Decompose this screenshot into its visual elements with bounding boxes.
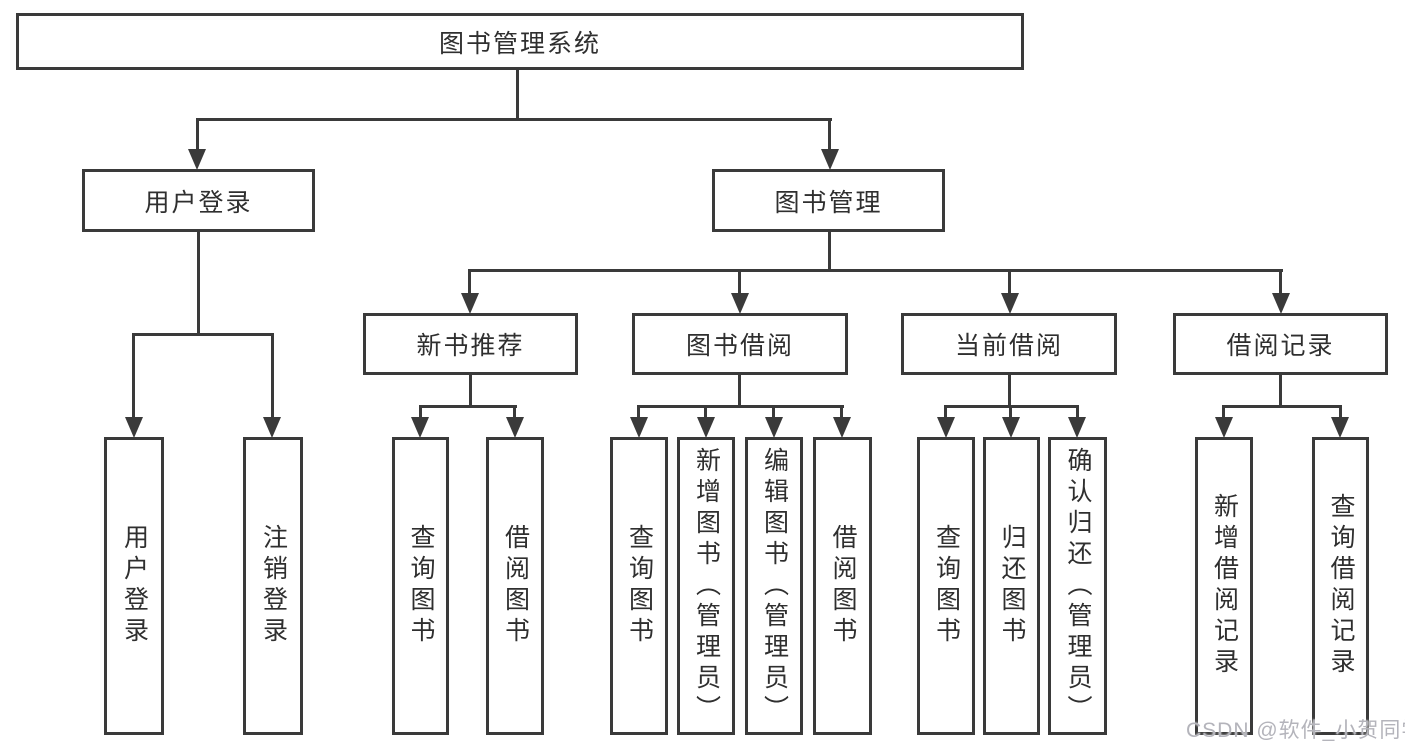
arrowhead-down-icon [937, 417, 955, 438]
leaf-recommend-query-book: 查询图书 [392, 437, 449, 735]
arrowhead-down-icon [1215, 417, 1233, 438]
arrowhead-down-icon [506, 417, 524, 438]
edge-records-stem [1279, 374, 1282, 408]
edge-leaf-stem [419, 405, 422, 418]
edge-leaf-stem [944, 405, 947, 418]
edge-user-stem [197, 231, 200, 335]
edge-leaf-stem [1222, 405, 1225, 418]
edge-level1-rail [196, 118, 832, 121]
arrowhead-down-icon [1001, 293, 1019, 314]
leaf-query-borrow-record: 查询借阅记录 [1312, 437, 1369, 735]
arrowhead-down-icon [461, 293, 479, 314]
leaf-label: 借阅图书 [501, 524, 530, 648]
leaf-current-query-book: 查询图书 [917, 437, 975, 735]
node-borrow-records: 借阅记录 [1173, 313, 1388, 375]
edge-records-rail [1222, 405, 1342, 408]
edge-leaf-stem [1009, 405, 1012, 418]
leaf-label: 借阅图书 [829, 524, 857, 648]
leaf-borrow-book: 借阅图书 [813, 437, 872, 735]
arrowhead-down-icon [697, 417, 715, 438]
leaf-add-book-admin: 新增图书（管理员） [677, 437, 735, 735]
edge-borrow-stem [738, 374, 741, 408]
edge-leaf-stem [637, 405, 640, 418]
edge-leaf-stem [1339, 405, 1342, 418]
leaf-edit-book-admin: 编辑图书（管理员） [745, 437, 803, 735]
edge-to-leaf-logout [271, 333, 274, 417]
edge-to-records [1279, 269, 1282, 294]
edge-to-borrow [738, 269, 741, 294]
edge-to-leaf-user-login [132, 333, 135, 417]
edge-recommend-rail [419, 405, 517, 408]
leaf-label: 查询借阅记录 [1327, 493, 1355, 679]
node-book-borrow: 图书借阅 [632, 313, 848, 375]
arrowhead-down-icon [125, 417, 143, 438]
edge-recommend-stem [469, 374, 472, 408]
leaf-borrow-query-book: 查询图书 [610, 437, 668, 735]
leaf-label: 编辑图书（管理员） [760, 446, 789, 726]
leaf-label: 新增图书（管理员） [692, 446, 721, 726]
arrowhead-down-icon [188, 149, 206, 170]
leaf-label: 确认归还（管理员） [1064, 446, 1092, 726]
leaf-label: 用户登录 [120, 524, 149, 648]
edge-leaf-stem [1076, 405, 1079, 418]
leaf-label: 查询图书 [932, 524, 961, 648]
edge-to-recommend [468, 269, 471, 294]
edge-borrow-rail [637, 405, 844, 408]
csdn-watermark: CSDN @软件_小贺同学 [1186, 719, 1405, 742]
leaf-label: 查询图书 [407, 524, 435, 648]
leaf-label: 注销登录 [259, 524, 288, 648]
arrowhead-down-icon [1002, 417, 1020, 438]
node-user-login-branch: 用户登录 [82, 169, 315, 232]
leaf-user-login: 用户登录 [104, 437, 164, 735]
arrowhead-down-icon [1068, 417, 1086, 438]
node-new-book-recommend: 新书推荐 [363, 313, 578, 375]
edge-leaf-stem [704, 405, 707, 418]
arrowhead-down-icon [765, 417, 783, 438]
node-book-manage-branch: 图书管理 [712, 169, 945, 232]
node-current-borrow: 当前借阅 [901, 313, 1117, 375]
arrowhead-down-icon [411, 417, 429, 438]
edge-leaf-stem [772, 405, 775, 418]
arrowhead-down-icon [833, 417, 851, 438]
arrowhead-down-icon [1331, 417, 1349, 438]
edge-to-current [1008, 269, 1011, 294]
node-root-system: 图书管理系统 [16, 13, 1024, 70]
arrowhead-down-icon [731, 293, 749, 314]
leaf-label: 归还图书 [998, 524, 1026, 648]
arrowhead-down-icon [630, 417, 648, 438]
edge-current-stem [1008, 374, 1011, 408]
edge-manage-rail [469, 269, 1283, 272]
edge-to-manage-branch [828, 120, 831, 150]
arrowhead-down-icon [263, 417, 281, 438]
edge-manage-stem [828, 231, 831, 270]
leaf-label: 新增借阅记录 [1210, 493, 1239, 679]
leaf-add-borrow-record: 新增借阅记录 [1195, 437, 1253, 735]
edge-to-user-branch [196, 120, 199, 150]
leaf-return-book: 归还图书 [983, 437, 1040, 735]
arrowhead-down-icon [821, 149, 839, 170]
leaf-confirm-return-admin: 确认归还（管理员） [1048, 437, 1107, 735]
leaf-logout: 注销登录 [243, 437, 303, 735]
edge-leaf-stem [513, 405, 516, 418]
edge-root-stem [516, 69, 519, 119]
edge-leaf-stem [840, 405, 843, 418]
leaf-recommend-borrow-book: 借阅图书 [486, 437, 544, 735]
edge-user-rail [133, 333, 274, 336]
arrowhead-down-icon [1272, 293, 1290, 314]
leaf-label: 查询图书 [625, 524, 654, 648]
